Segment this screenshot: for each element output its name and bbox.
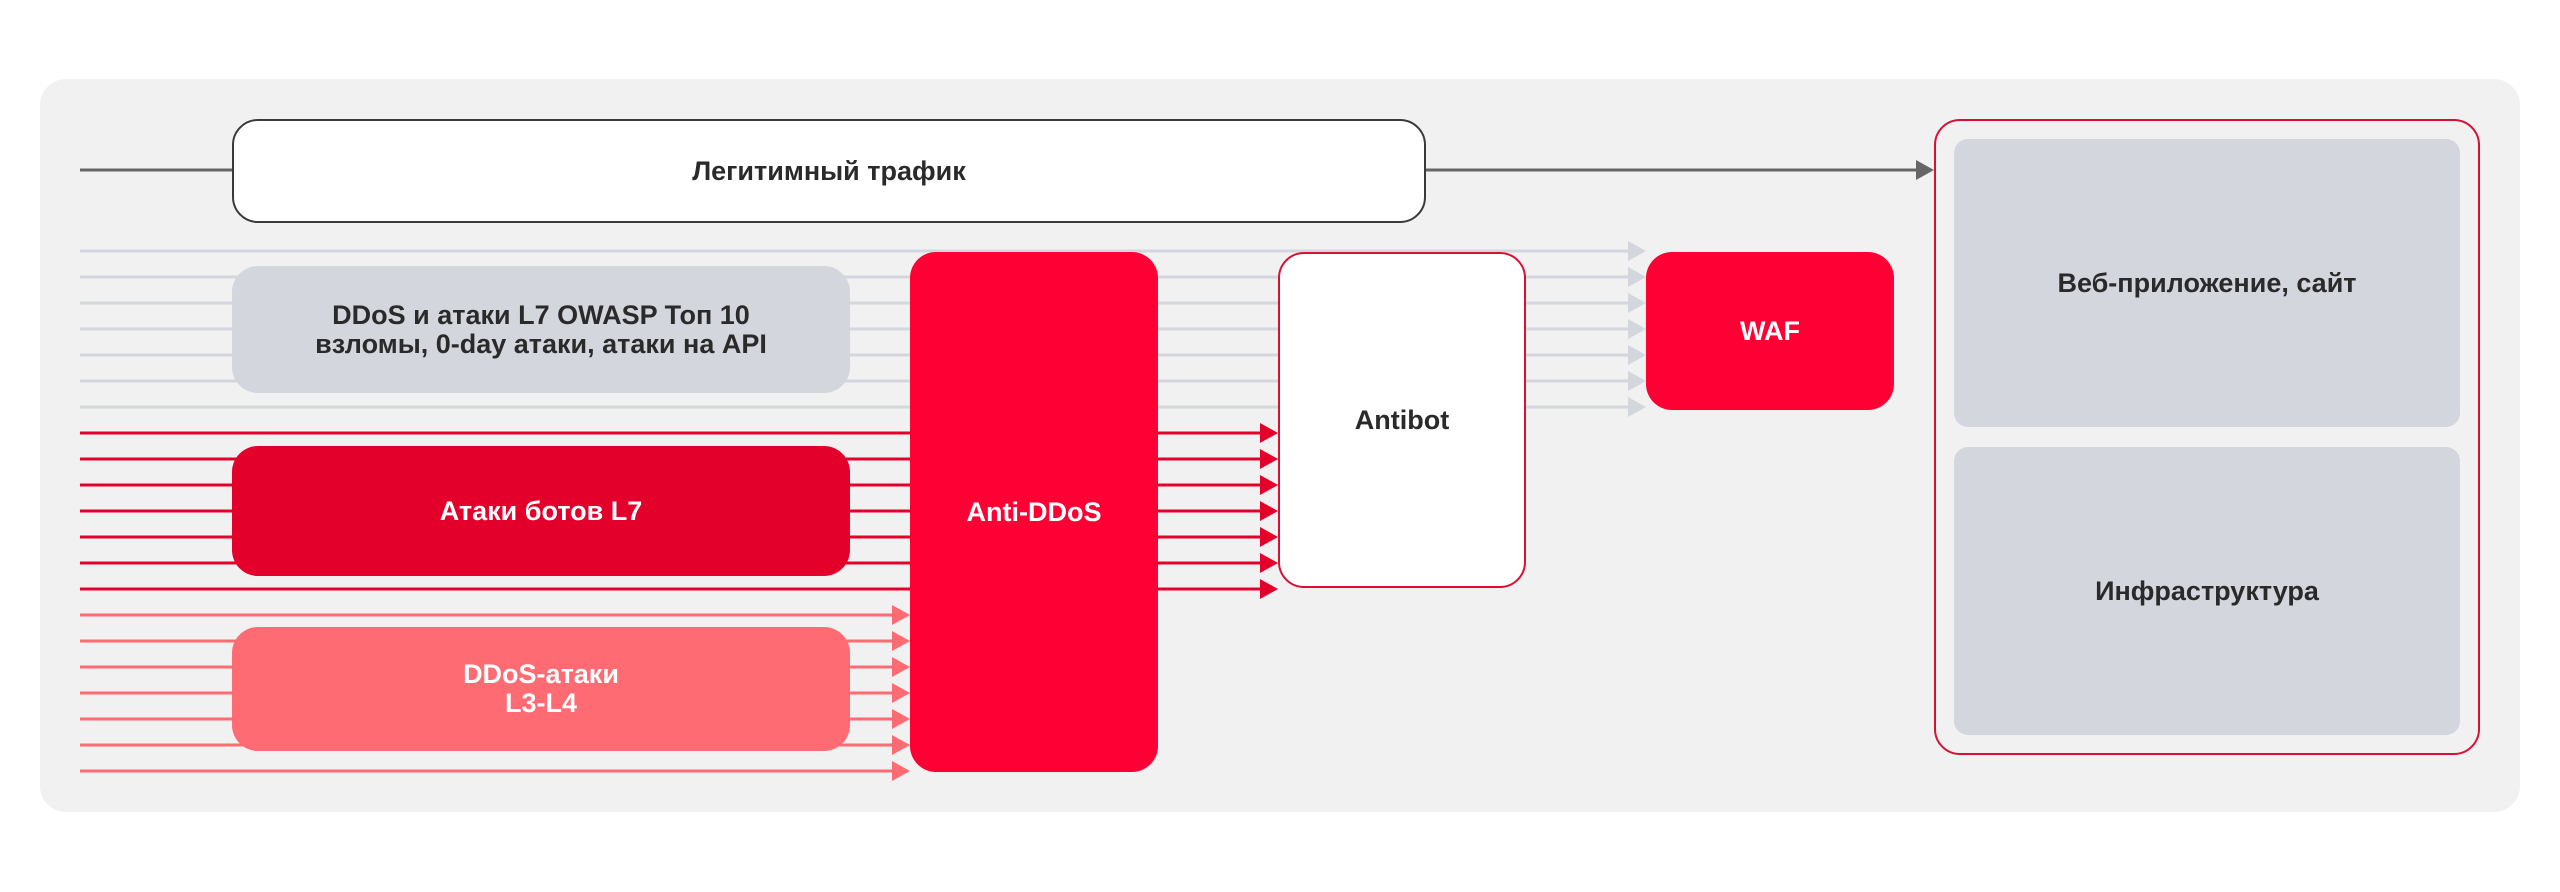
anti-ddos-label: Anti-DDoS	[966, 496, 1102, 527]
owasp-flow-arrow	[1628, 267, 1646, 287]
bot-flow-arrow	[1260, 423, 1278, 443]
bot-attacks-label: Атаки ботов L7	[439, 495, 643, 526]
bot-flow-arrow	[1260, 501, 1278, 521]
legit-traffic-label: Легитимный трафик	[692, 155, 966, 186]
waf-label: WAF	[1740, 315, 1800, 346]
bot-flow-arrow	[1260, 449, 1278, 469]
bot-attacks-box: Атаки ботов L7	[232, 446, 850, 576]
ddos-flow-arrow	[892, 735, 910, 755]
webapp-box: Веб-приложение, сайт	[1954, 139, 2460, 427]
legit-traffic-box: Легитимный трафик	[232, 119, 1426, 223]
bot-flow-arrow	[1260, 553, 1278, 573]
bot-flow-arrow	[1260, 579, 1278, 599]
owasp-flow-arrow	[1628, 241, 1646, 261]
owasp-flow-arrow	[1628, 293, 1646, 313]
ddos-flow-arrow	[892, 761, 910, 781]
owasp-attacks-label: DDoS и атаки L7 OWASP Топ 10 взломы, 0-d…	[315, 299, 767, 359]
bot-flow-arrow	[1260, 527, 1278, 547]
ddos-attacks-label: DDoS-атаки L3-L4	[463, 659, 619, 718]
antibot-box: Antibot	[1278, 252, 1526, 588]
waf-box: WAF	[1646, 252, 1894, 410]
owasp-flow-arrow	[1628, 371, 1646, 391]
ddos-attacks-box: DDoS-атаки L3-L4	[232, 627, 850, 751]
antibot-label: Antibot	[1354, 404, 1450, 435]
infrastructure-box: Инфраструктура	[1954, 447, 2460, 735]
webapp-label: Веб-приложение, сайт	[2057, 267, 2357, 298]
ddos-flow-arrow	[892, 709, 910, 729]
legit-flow-arrow	[1916, 160, 1934, 180]
owasp-attacks-box: DDoS и атаки L7 OWASP Топ 10 взломы, 0-d…	[232, 266, 850, 393]
infrastructure-label: Инфраструктура	[2095, 575, 2319, 606]
owasp-flow-arrow	[1628, 397, 1646, 417]
ddos-flow-arrow	[892, 657, 910, 677]
ddos-flow-arrow	[892, 683, 910, 703]
bot-flow-arrow	[1260, 475, 1278, 495]
anti-ddos-box: Anti-DDoS	[910, 252, 1158, 772]
ddos-flow-arrow	[892, 605, 910, 625]
protected-resources-frame	[1934, 119, 2480, 755]
ddos-flow-arrow	[892, 631, 910, 651]
owasp-flow-arrow	[1628, 345, 1646, 365]
owasp-flow-arrow	[1628, 319, 1646, 339]
